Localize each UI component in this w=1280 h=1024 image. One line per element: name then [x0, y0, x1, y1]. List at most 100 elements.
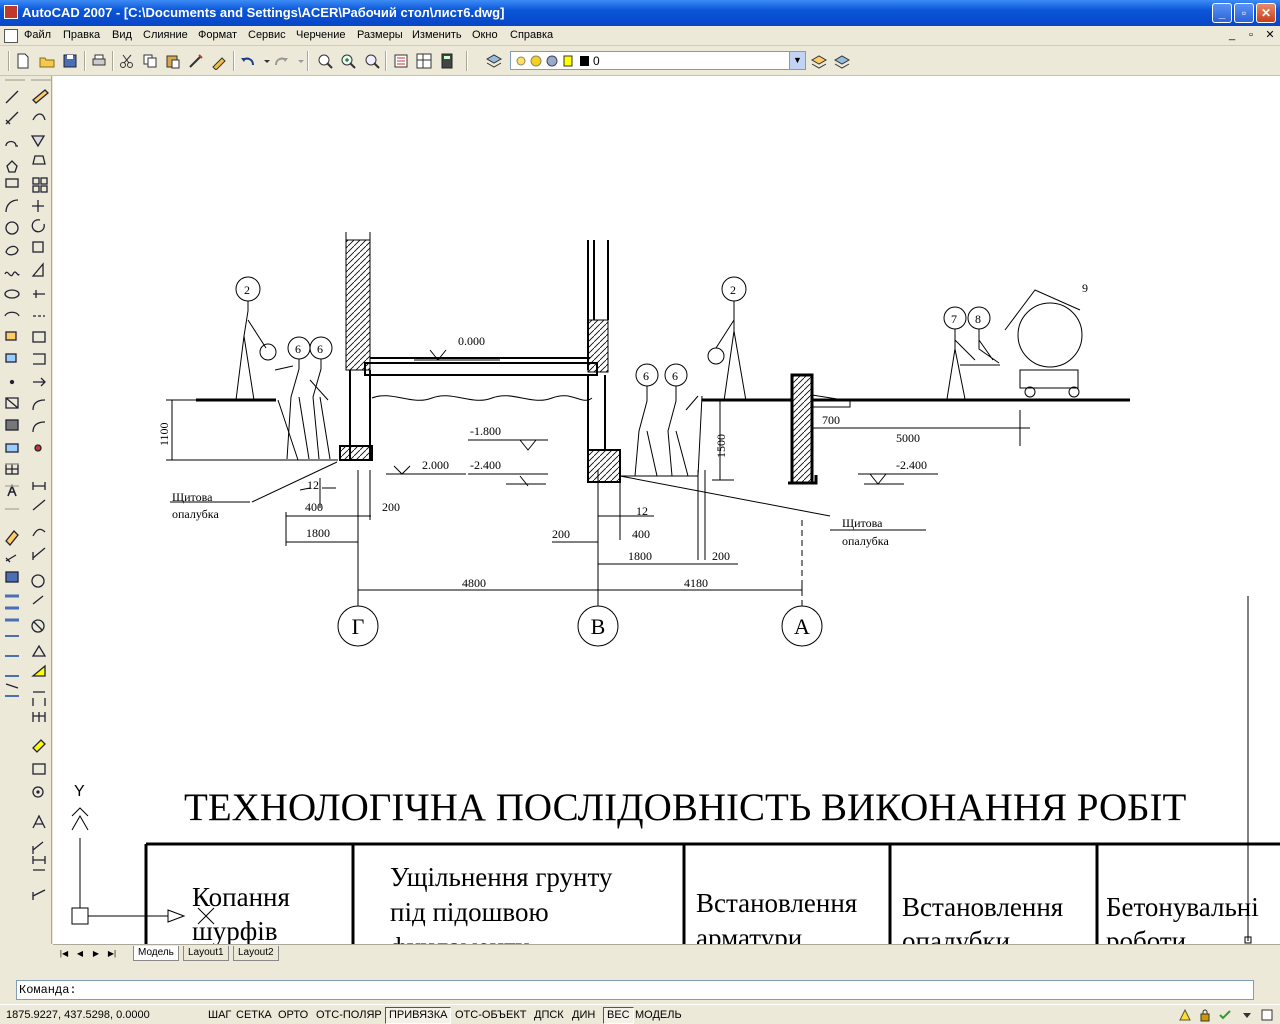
status-menu-icon[interactable] — [1240, 1008, 1254, 1022]
tab-prev-button[interactable]: ◀ — [76, 949, 84, 958]
status-lwt[interactable]: ВЕС — [603, 1007, 634, 1024]
worker-bubble-6a: 6 — [295, 342, 301, 356]
menu-help[interactable]: Справка — [510, 29, 554, 41]
drawing-canvas[interactable]: 2 6 6 2 6 6 7 8 9 0.000 -1.800 -2.400 2.… — [53, 76, 1280, 944]
doc-close-button[interactable]: ✕ — [1265, 29, 1275, 41]
status-model[interactable]: МОДЕЛЬ — [635, 1009, 682, 1021]
dim-400-right: 400 — [632, 527, 650, 541]
toolbar-separator — [112, 51, 114, 71]
elevation-m1800: -1.800 — [470, 424, 501, 438]
undo-dropdown-icon[interactable] — [258, 52, 270, 70]
maximize-button[interactable]: ▫ — [1234, 3, 1254, 23]
table-col1-line2: шурфів — [192, 916, 278, 944]
axis-label-g: Г — [352, 614, 365, 639]
toolbar-separator — [385, 51, 387, 71]
toolbar-separator — [84, 51, 86, 71]
tab-first-button[interactable]: |◀ — [59, 949, 69, 958]
match-properties-icon[interactable] — [187, 52, 205, 70]
menu-edit[interactable]: Правка — [63, 29, 101, 41]
block-editor-icon[interactable] — [210, 52, 228, 71]
menu-format[interactable]: Формат — [198, 29, 238, 41]
status-polar[interactable]: ОТС-ПОЛЯР — [316, 1009, 382, 1021]
layer-state-icons — [516, 55, 589, 67]
clean-screen-icon[interactable] — [1260, 1008, 1274, 1022]
zoom-window-icon[interactable] — [363, 52, 381, 70]
tab-layout2[interactable]: Layout2 — [233, 946, 279, 961]
worker-bubble-2a: 2 — [244, 283, 250, 297]
trusted-icon[interactable] — [1218, 1008, 1232, 1022]
dim-4180: 4180 — [684, 576, 708, 590]
properties-icon[interactable] — [392, 52, 410, 70]
table-col2-line2: під підошвою — [390, 897, 549, 927]
menu-draw[interactable]: Черчение — [296, 29, 346, 41]
tab-layout1[interactable]: Layout1 — [183, 946, 229, 961]
redo-dropdown-icon[interactable] — [292, 52, 304, 70]
dim-1100: 1100 — [157, 422, 171, 446]
cut-icon[interactable] — [118, 52, 136, 70]
title-bar: AutoCAD 2007 - [C:\Documents and Setting… — [0, 0, 1280, 26]
worker-bubble-6b: 6 — [317, 342, 323, 356]
draw-modify-toolbar-icons[interactable] — [0, 76, 52, 944]
layer-dropdown-arrow[interactable]: ▼ — [789, 52, 805, 69]
elevation-m2400-right: -2.400 — [896, 458, 927, 472]
status-otrack[interactable]: ОТС-ОБЪЕКТ — [455, 1009, 527, 1021]
calculator-icon[interactable] — [438, 52, 456, 70]
tab-last-button[interactable]: ▶| — [107, 949, 117, 958]
status-grid[interactable]: СЕТКА — [236, 1009, 272, 1021]
new-file-icon[interactable] — [14, 52, 32, 70]
pan-icon[interactable] — [316, 52, 334, 70]
lock-icon[interactable] — [1198, 1008, 1212, 1022]
layer-previous-icon[interactable] — [833, 52, 851, 70]
menu-view[interactable]: Вид — [112, 29, 132, 41]
communication-center-icon[interactable] — [1178, 1008, 1192, 1022]
paste-icon[interactable] — [164, 52, 182, 70]
undo-icon[interactable] — [239, 52, 257, 70]
table-col2-line3: фундаменту — [390, 932, 529, 944]
minimize-button[interactable]: _ — [1212, 3, 1232, 23]
elevation-m2400-left: -2.400 — [470, 458, 501, 472]
status-bar: 1875.9227, 437.5298, 0.0000 ШАГ СЕТКА ОР… — [0, 1004, 1280, 1024]
status-ducs[interactable]: ДПСК — [534, 1009, 564, 1021]
autocad-app-icon[interactable] — [4, 5, 18, 19]
table-col5-line2: роботи — [1106, 926, 1186, 944]
layout-tabs-bar: |◀ ◀ ▶ ▶| Модель Layout1 Layout2 — [53, 944, 1280, 962]
command-line[interactable]: Команда: — [16, 980, 1254, 1000]
menu-merge[interactable]: Слияние — [143, 29, 188, 41]
redo-icon[interactable] — [272, 52, 290, 70]
tab-next-button[interactable]: ▶ — [92, 949, 100, 958]
zoom-realtime-icon[interactable] — [339, 52, 357, 70]
menu-modify[interactable]: Изменить — [412, 29, 462, 41]
doc-restore-button[interactable]: ▫ — [1249, 29, 1253, 41]
menu-dimension[interactable]: Размеры — [357, 29, 403, 41]
close-button[interactable]: ✕ — [1256, 3, 1276, 23]
dim-400-left: 400 — [305, 500, 323, 514]
layer-properties-icon[interactable] — [485, 52, 503, 70]
menu-window[interactable]: Окно — [472, 29, 498, 41]
drawing-svg[interactable]: 2 6 6 2 6 6 7 8 9 0.000 -1.800 -2.400 2.… — [53, 76, 1280, 944]
menu-file[interactable]: Файл — [24, 29, 52, 41]
design-center-icon[interactable] — [415, 52, 433, 70]
elevation-2000: 2.000 — [422, 458, 449, 472]
menu-tools[interactable]: Сервис — [248, 29, 286, 41]
open-file-icon[interactable] — [38, 52, 56, 70]
document-icon[interactable] — [4, 29, 18, 43]
status-snap[interactable]: ШАГ — [208, 1009, 232, 1021]
status-osnap[interactable]: ПРИВЯЗКА — [385, 1007, 452, 1024]
dim-1800-left: 1800 — [306, 526, 330, 540]
dim-1800-right: 1800 — [628, 549, 652, 563]
toolbar-grip[interactable] — [8, 51, 10, 71]
status-dyn[interactable]: ДИН — [572, 1009, 596, 1021]
coordinate-readout[interactable]: 1875.9227, 437.5298, 0.0000 — [6, 1009, 150, 1021]
doc-minimize-button[interactable]: _ — [1228, 29, 1236, 41]
standard-toolbar: 0 ▼ — [0, 46, 1280, 76]
status-ortho[interactable]: ОРТО — [278, 1009, 309, 1021]
mixer-label-9: 9 — [1082, 281, 1088, 295]
make-layer-current-icon[interactable] — [810, 52, 828, 70]
plot-icon[interactable] — [90, 52, 108, 70]
save-icon[interactable] — [61, 52, 79, 70]
copy-icon[interactable] — [141, 52, 159, 70]
tab-model[interactable]: Модель — [133, 946, 179, 961]
layer-dropdown[interactable]: 0 ▼ — [510, 51, 806, 70]
elevation-0000: 0.000 — [458, 334, 485, 348]
table-col2-line1: Ущільнення грунту — [390, 862, 613, 892]
